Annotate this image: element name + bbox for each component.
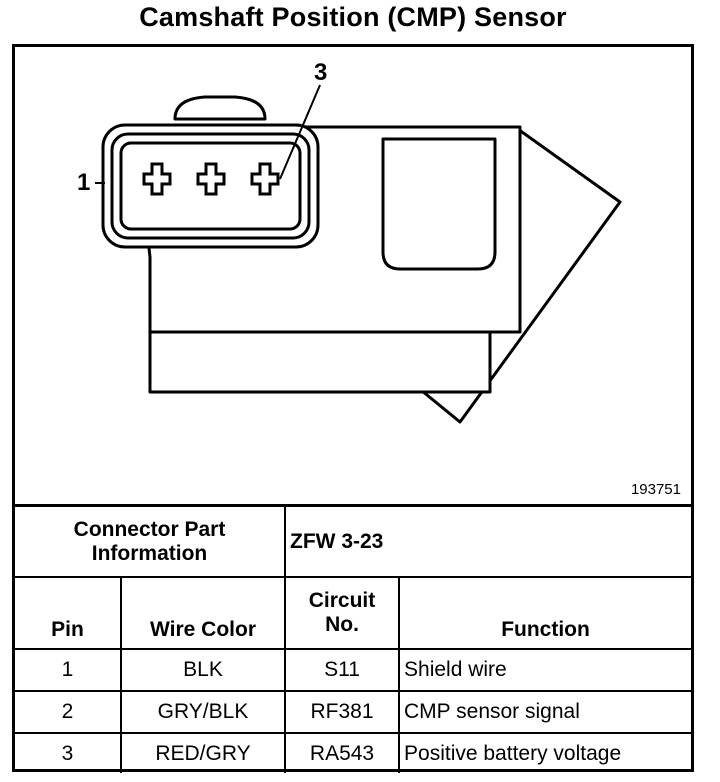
connector-info-row: Connector Part Information ZFW 3-23 [15, 507, 692, 578]
table-row: 2 GRY/BLK RF381 CMP sensor signal [15, 690, 692, 734]
row-pin: 3 [15, 732, 122, 773]
row-pin: 1 [15, 648, 122, 692]
body-recess [381, 137, 497, 271]
latch-tab [173, 95, 267, 121]
connector-part-info-label: Connector Part Information [15, 507, 287, 578]
diagram-frame: 3 1 193751 Connector Part Information ZF… [12, 44, 694, 773]
header-wire-color: Wire Color [119, 576, 287, 650]
row-wire-color: BLK [119, 648, 287, 692]
header-function: Function [398, 576, 692, 650]
row-circuit: RF381 [284, 690, 401, 734]
pin3-leader-line [279, 84, 321, 180]
row-wire-color: GRY/BLK [119, 690, 287, 734]
terminal-2 [196, 162, 226, 196]
body-skirt [148, 330, 492, 394]
row-circuit: S11 [284, 648, 401, 692]
row-pin: 2 [15, 690, 122, 734]
header-pin: Pin [15, 576, 122, 650]
row-function: Positive battery voltage [398, 732, 692, 773]
connector-table: Connector Part Information ZFW 3-23 Pin … [15, 507, 692, 773]
figure-number: 193751 [630, 481, 681, 498]
row-function: CMP sensor signal [398, 690, 692, 734]
header-circuit: Circuit No. [284, 576, 401, 650]
table-header-row: Pin Wire Color Circuit No. Function [15, 576, 692, 650]
pin-1-label: 1 [77, 169, 91, 196]
table-row: 1 BLK S11 Shield wire [15, 648, 692, 692]
sensor-illustration [95, 84, 622, 424]
row-wire-color: RED/GRY [119, 732, 287, 773]
table-row: 3 RED/GRY RA543 Positive battery voltage [15, 732, 692, 773]
connector-part-number: ZFW 3-23 [284, 507, 692, 578]
page-title: Camshaft Position (CMP) Sensor [139, 2, 567, 32]
row-circuit: RA543 [284, 732, 401, 773]
terminal-3 [250, 162, 280, 196]
terminal-1 [142, 162, 172, 196]
pin-3-label: 3 [314, 59, 328, 86]
row-function: Shield wire [398, 648, 692, 692]
sensor-drawing: 3 1 193751 [15, 47, 691, 507]
